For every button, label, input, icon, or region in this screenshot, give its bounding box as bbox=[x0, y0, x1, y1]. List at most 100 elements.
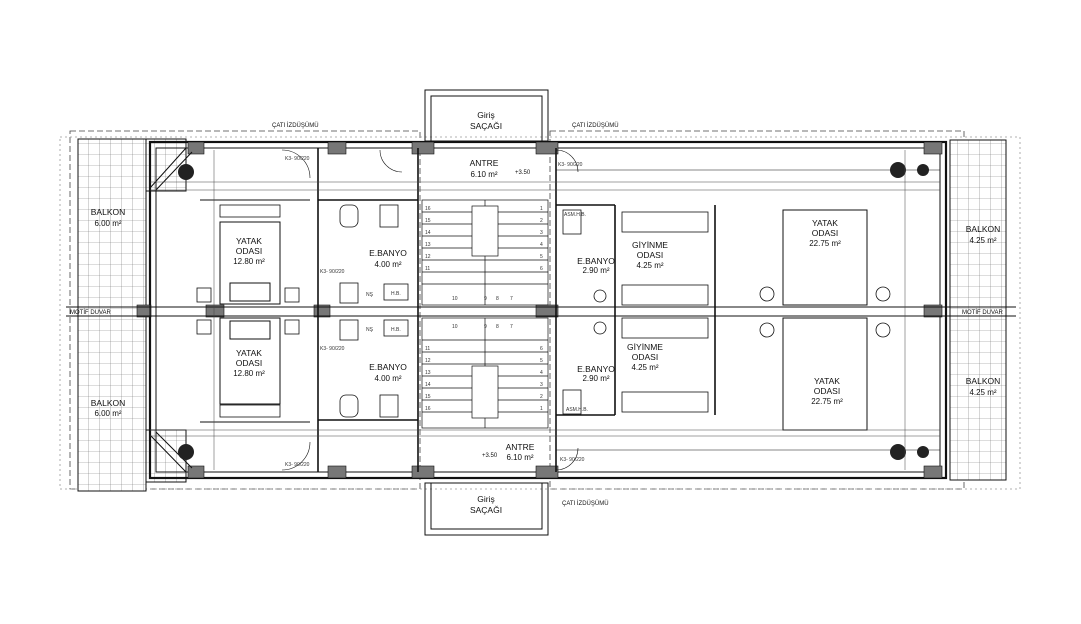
ns-label-bottom: NŞ bbox=[366, 327, 374, 333]
bedroom-bottom-right-name1: YATAK bbox=[814, 376, 840, 386]
stair-step-b-l4: 15 bbox=[425, 394, 431, 400]
balcony-left-top-area: 6.00 m² bbox=[94, 219, 121, 228]
balcony-right-top-name: BALKON bbox=[966, 224, 1001, 234]
stair-step-b-l0: 11 bbox=[425, 346, 430, 352]
stair-step-t-l1: 15 bbox=[425, 218, 431, 224]
stair-step-b-r1: 5 bbox=[540, 358, 543, 364]
stair-step-b-r0: 6 bbox=[540, 346, 543, 352]
stair-step-t-l5: 11 bbox=[425, 266, 430, 272]
stair-step-b-r4: 2 bbox=[540, 394, 543, 400]
stair-step-b-l5: 16 bbox=[425, 406, 431, 412]
stair-step-t-10: 10 bbox=[452, 296, 458, 302]
motif-wall-label-left: MOTİF DUVAR bbox=[70, 309, 112, 316]
stair-step-t-r3: 4 bbox=[540, 242, 543, 248]
ensuite-bottom-name: E.BANYO bbox=[369, 362, 407, 372]
bed-right-bottom bbox=[782, 317, 868, 431]
balcony-left-top-name: BALKON bbox=[91, 207, 126, 217]
balcony-right-bottom-area: 4.25 m² bbox=[969, 388, 996, 397]
stair-step-b-8: 8 bbox=[496, 324, 499, 330]
bedroom-top-left-area: 12.80 m² bbox=[233, 257, 265, 266]
antre-bottom-name: ANTRE bbox=[506, 442, 535, 452]
canopy-bottom-line2: SAÇAĞI bbox=[470, 505, 502, 515]
ensuite-bottom-area: 4.00 m² bbox=[374, 374, 401, 383]
dimension-lines bbox=[150, 150, 940, 470]
bath-small-bottom-area: 2.90 m² bbox=[582, 374, 609, 383]
ensuite-top-name: E.BANYO bbox=[369, 248, 407, 258]
dressing-bottom-name2: ODASI bbox=[632, 352, 658, 362]
balcony-left-bottom-area: 6.00 m² bbox=[94, 409, 121, 418]
entrance-canopy-bottom bbox=[424, 482, 549, 536]
staircase-top bbox=[421, 199, 549, 306]
stair-step-b-r5: 1 bbox=[540, 406, 543, 412]
bedroom-top-right-name1: YATAK bbox=[812, 218, 838, 228]
door-code-6: K3- 90/220 bbox=[320, 346, 345, 352]
stair-step-b-r3: 3 bbox=[540, 382, 543, 388]
stair-step-t-9: 9 bbox=[484, 296, 487, 302]
level-mark-top: +3.50 bbox=[515, 170, 531, 176]
door-code-3: K3- 90/220 bbox=[558, 162, 583, 168]
door-code-1: K3- 90/220 bbox=[285, 156, 310, 162]
bath-small-top-area: 2.90 m² bbox=[582, 266, 609, 275]
motif-wall bbox=[66, 306, 1016, 317]
nightstands bbox=[196, 286, 891, 338]
ensuite-top-area: 4.00 m² bbox=[374, 260, 401, 269]
stair-step-b-r2: 4 bbox=[540, 370, 543, 376]
door-code-4: K3- 90/220 bbox=[560, 457, 585, 463]
hb-label-top: H.B. bbox=[391, 291, 401, 297]
bedroom-bottom-right-area: 22.75 m² bbox=[811, 397, 843, 406]
dressing-top-name2: ODASI bbox=[637, 250, 663, 260]
bed-left-top bbox=[219, 221, 281, 305]
roof-projection-label-bottom: ÇATI İZDÜŞÜMÜ bbox=[562, 500, 609, 507]
bedroom-top-left-name1: YATAK bbox=[236, 236, 262, 246]
balcony-right-bottom-name: BALKON bbox=[966, 376, 1001, 386]
stair-step-t-l2: 14 bbox=[425, 230, 431, 236]
balcony-left-bottom-name: BALKON bbox=[91, 398, 126, 408]
stair-step-t-r2: 3 bbox=[540, 230, 543, 236]
bathroom-fixtures bbox=[339, 204, 607, 418]
interior-walls bbox=[200, 148, 940, 472]
ns-label-top: NŞ bbox=[366, 292, 374, 298]
canopy-bottom-line1: Giriş bbox=[477, 494, 494, 504]
door-swings bbox=[281, 149, 579, 471]
motif-wall-label-right: MOTİF DUVAR bbox=[962, 309, 1004, 316]
bedroom-bottom-right-name2: ODASI bbox=[814, 386, 840, 396]
stair-step-t-l0: 16 bbox=[425, 206, 431, 212]
stair-step-t-7: 7 bbox=[510, 296, 513, 302]
stair-step-t-r5: 6 bbox=[540, 266, 543, 272]
stair-step-b-9: 9 bbox=[484, 324, 487, 330]
hb-label-bottom: H.B. bbox=[391, 327, 401, 333]
dressing-top-area: 4.25 m² bbox=[636, 261, 663, 270]
asm-label-top: ASM.H.B. bbox=[564, 212, 586, 218]
bedroom-top-right-name2: ODASI bbox=[812, 228, 838, 238]
bed-left-bottom bbox=[219, 317, 281, 405]
canopy-top-line2: SAÇAĞI bbox=[470, 121, 502, 131]
planter-icons bbox=[178, 162, 929, 460]
stair-step-b-l2: 13 bbox=[425, 370, 431, 376]
bedroom-bottom-left-area: 12.80 m² bbox=[233, 369, 265, 378]
stair-step-t-r0: 1 bbox=[540, 206, 543, 212]
stair-step-b-7: 7 bbox=[510, 324, 513, 330]
stair-step-b-l1: 12 bbox=[425, 358, 431, 364]
bay-window-left bbox=[149, 147, 193, 473]
asm-label-bottom: ASM.H.B. bbox=[566, 407, 588, 413]
stair-step-t-l3: 13 bbox=[425, 242, 431, 248]
staircase-bottom bbox=[421, 317, 549, 429]
door-code-5: K3- 90/220 bbox=[320, 269, 345, 275]
stair-step-t-8: 8 bbox=[496, 296, 499, 302]
stair-step-b-10: 10 bbox=[452, 324, 458, 330]
dressing-bottom-name1: GİYİNME bbox=[627, 342, 663, 352]
bedroom-bottom-left-name1: YATAK bbox=[236, 348, 262, 358]
stair-step-b-l3: 14 bbox=[425, 382, 431, 388]
roof-projection-label-top-right: ÇATI İZDÜŞÜMÜ bbox=[572, 122, 619, 129]
stair-step-t-r4: 5 bbox=[540, 254, 543, 260]
dressing-top-name1: GİYİNME bbox=[632, 240, 668, 250]
dressing-bottom-area: 4.25 m² bbox=[631, 363, 658, 372]
antre-top-name: ANTRE bbox=[470, 158, 499, 168]
bedroom-bottom-left-name2: ODASI bbox=[236, 358, 262, 368]
structural-columns bbox=[136, 141, 943, 479]
bath-small-top-name: E.BANYO bbox=[577, 256, 615, 266]
door-code-2: K3- 90/220 bbox=[285, 462, 310, 468]
roof-projection-label-top-left: ÇATI İZDÜŞÜMÜ bbox=[272, 122, 319, 129]
